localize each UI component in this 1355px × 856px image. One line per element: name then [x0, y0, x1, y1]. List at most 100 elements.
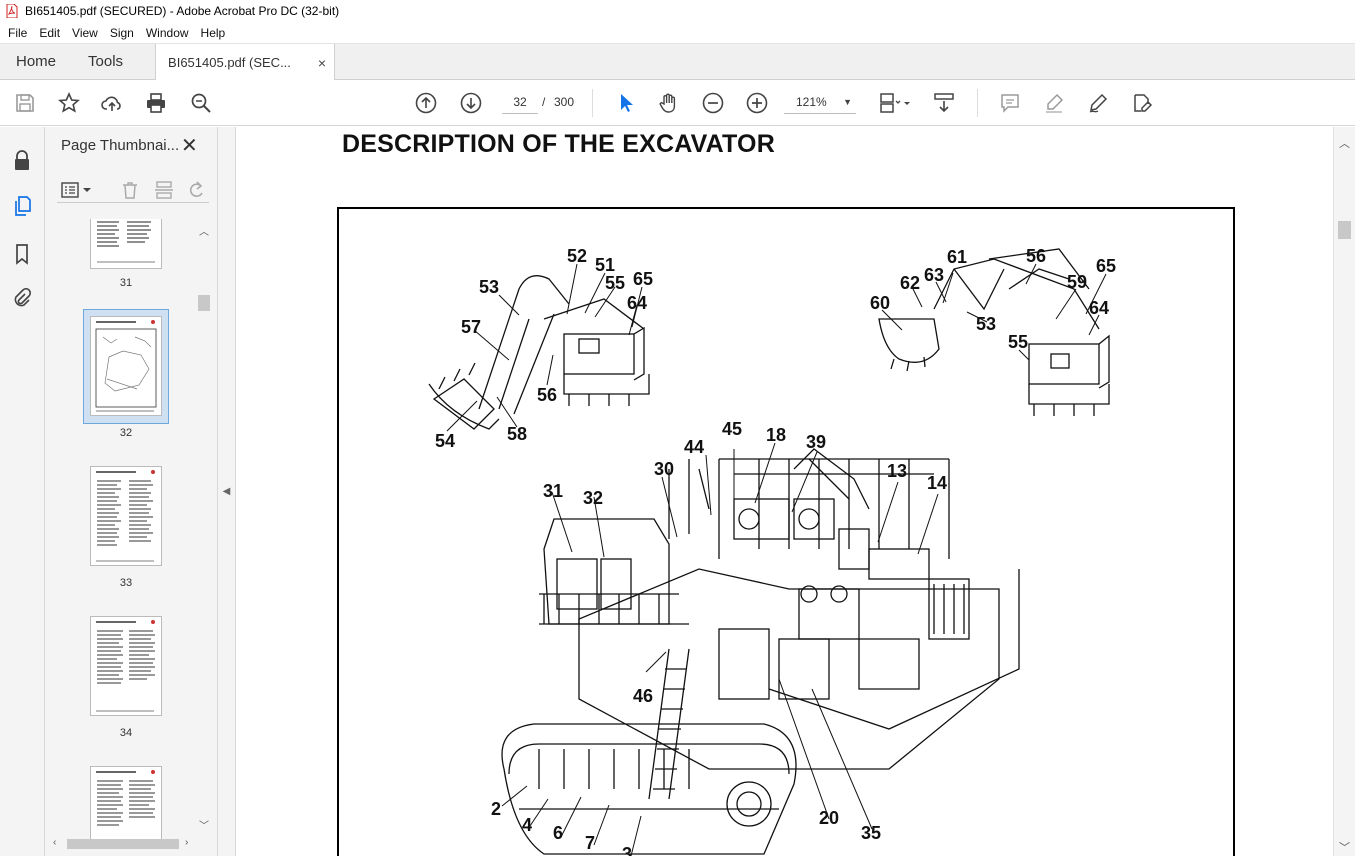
- callout-label: 53: [479, 277, 499, 297]
- thumbnail-options-menu-icon[interactable]: [61, 179, 93, 201]
- menu-file[interactable]: File: [8, 25, 28, 40]
- scrollbar-thumb[interactable]: [67, 839, 179, 849]
- menu-bar: File Edit View Sign Window Help: [0, 22, 1355, 44]
- scroll-right-arrow-icon[interactable]: ›: [185, 837, 189, 848]
- main-toolbar: / 300 121% ▼: [0, 80, 1355, 126]
- callout-label: 65: [1096, 256, 1116, 276]
- close-panel-icon[interactable]: ✕: [181, 135, 198, 157]
- callout-label: 53: [976, 314, 996, 334]
- left-navigation-rail: [0, 127, 45, 856]
- save-icon[interactable]: [13, 91, 37, 115]
- scroll-down-arrow-icon[interactable]: ﹀: [199, 821, 209, 832]
- window-title: BI651405.pdf (SECURED) - Adobe Acrobat P…: [25, 4, 340, 18]
- next-page-icon[interactable]: [459, 91, 483, 115]
- scroll-up-arrow-icon[interactable]: ︿: [1339, 138, 1350, 150]
- collapse-panel-handle[interactable]: ◀: [218, 127, 236, 856]
- thumbnail-vertical-scrollbar[interactable]: ︿ ﹀: [197, 219, 211, 832]
- scroll-down-arrow-icon[interactable]: ﹀: [1339, 842, 1350, 854]
- bookmark-star-icon[interactable]: [57, 91, 81, 115]
- tab-document[interactable]: BI651405.pdf (SEC... ×: [155, 44, 336, 81]
- scrollbar-thumb[interactable]: [1338, 221, 1351, 239]
- tab-tools[interactable]: Tools: [88, 53, 124, 70]
- callout-label: 64: [627, 293, 647, 313]
- scroll-up-arrow-icon[interactable]: ︿: [199, 227, 209, 238]
- lock-icon[interactable]: [10, 149, 34, 173]
- sign-pen-icon[interactable]: [1086, 91, 1110, 115]
- menu-sign[interactable]: Sign: [109, 25, 134, 40]
- page-fit-icon[interactable]: [878, 91, 912, 115]
- previous-page-icon[interactable]: [414, 91, 438, 115]
- rotate-page-icon[interactable]: [185, 179, 207, 201]
- callout-label: 3: [622, 844, 632, 856]
- menu-window[interactable]: Window: [145, 25, 189, 40]
- page-thumbnails-panel: Page Thumbnai... ✕ 31 32 33: [45, 127, 218, 856]
- scroll-left-arrow-icon[interactable]: ‹: [53, 837, 57, 848]
- chevron-down-icon: ▼: [843, 96, 852, 107]
- total-pages: 300: [554, 95, 575, 109]
- callout-label: 13: [887, 461, 907, 481]
- callout-label: 51: [595, 255, 615, 275]
- comment-icon[interactable]: [998, 91, 1022, 115]
- page-thumbnails-icon[interactable]: [10, 194, 34, 218]
- callout-label: 20: [819, 808, 839, 828]
- thumbnail-page-number: 33: [119, 577, 133, 589]
- attachments-paperclip-icon[interactable]: [10, 287, 34, 311]
- callout-label: 6: [553, 823, 563, 843]
- callout-label: 56: [537, 385, 557, 405]
- menu-help[interactable]: Help: [200, 25, 226, 40]
- thumbnail-page-33[interactable]: [90, 466, 162, 566]
- callout-label: 30: [654, 459, 674, 479]
- zoom-out-icon[interactable]: [701, 91, 725, 115]
- menu-view[interactable]: View: [72, 25, 98, 40]
- callout-label: 56: [1026, 246, 1046, 266]
- callout-label: 52: [567, 246, 587, 266]
- toolbar-divider: [592, 89, 593, 117]
- close-tab-icon[interactable]: ×: [317, 54, 327, 71]
- toolbar-divider: [977, 89, 978, 117]
- excavator-diagram: 53 52 51 55 65 64 57 56 54 58 61 56 62 6…: [428, 246, 1116, 856]
- scrollbar-thumb[interactable]: [198, 295, 210, 311]
- callout-label: 55: [605, 273, 625, 293]
- callout-label: 59: [1067, 272, 1087, 292]
- zoom-search-icon[interactable]: [189, 91, 213, 115]
- callout-label: 58: [507, 424, 527, 444]
- upload-cloud-icon[interactable]: [100, 91, 124, 115]
- insert-pages-icon[interactable]: [153, 179, 175, 201]
- callout-label: 44: [684, 437, 704, 457]
- thumbnail-page-number: 34: [119, 727, 133, 739]
- callout-label: 55: [1008, 332, 1028, 352]
- zoom-level-value: 121%: [796, 94, 827, 109]
- document-tab-label: BI651405.pdf (SEC...: [168, 55, 291, 70]
- select-cursor-icon[interactable]: [613, 91, 637, 115]
- hand-tool-icon[interactable]: [657, 91, 681, 115]
- callout-label: 39: [806, 432, 826, 452]
- print-icon[interactable]: [144, 91, 168, 115]
- thumbnail-page-35[interactable]: [90, 766, 162, 839]
- thumbnail-page-34[interactable]: [90, 616, 162, 716]
- highlight-pen-icon[interactable]: [1042, 91, 1066, 115]
- edit-document-icon[interactable]: [1130, 91, 1154, 115]
- callout-label: 4: [522, 815, 532, 835]
- scroll-mode-icon[interactable]: [932, 91, 956, 115]
- callout-label: 2: [491, 799, 501, 819]
- document-view[interactable]: DESCRIPTION OF THE EXCAVATOR: [237, 127, 1333, 856]
- callout-label: 7: [585, 833, 595, 853]
- document-vertical-scrollbar[interactable]: ︿ ﹀: [1333, 127, 1355, 856]
- delete-page-icon[interactable]: [119, 179, 141, 201]
- thumbnail-page-number: 31: [119, 277, 133, 289]
- thumbnail-page-31[interactable]: [90, 219, 162, 269]
- zoom-level-select[interactable]: 121% ▼: [784, 90, 856, 114]
- thumbnail-horizontal-scrollbar[interactable]: ‹ ›: [51, 837, 197, 851]
- callout-label: 14: [927, 473, 947, 493]
- page-number-input[interactable]: [502, 90, 538, 114]
- menu-edit[interactable]: Edit: [39, 25, 61, 40]
- callout-label: 64: [1089, 298, 1109, 318]
- tab-home[interactable]: Home: [16, 53, 57, 70]
- zoom-in-icon[interactable]: [745, 91, 769, 115]
- thumbnail-page-32[interactable]: [90, 316, 162, 416]
- bookmarks-icon[interactable]: [10, 242, 34, 266]
- callout-label: 32: [583, 488, 603, 508]
- tab-bar: Home Tools BI651405.pdf (SEC... ×: [0, 44, 1355, 81]
- title-bar: BI651405.pdf (SECURED) - Adobe Acrobat P…: [0, 0, 1355, 22]
- acrobat-pdf-icon: [5, 3, 19, 19]
